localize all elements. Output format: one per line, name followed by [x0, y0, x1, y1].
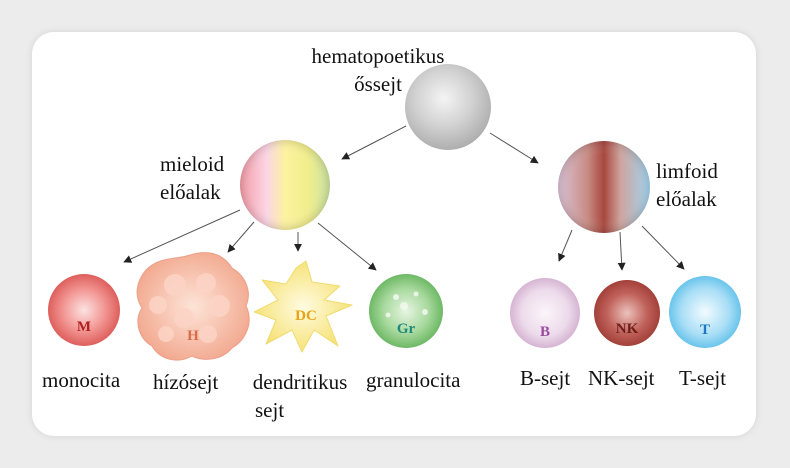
stem-cell-label: hematopoetikus őssejt	[298, 42, 458, 98]
arrow-myeloid-to-mast	[227, 221, 255, 253]
arrow-myeloid-to-monocyte	[123, 209, 241, 263]
bcell-abbr: B	[540, 324, 550, 340]
arrow-lymphoid-to-tcell	[641, 225, 685, 270]
arrow-stem-to-myeloid	[341, 125, 407, 160]
lymphoid-label-line2: előalak	[656, 187, 717, 211]
arrows	[123, 125, 685, 271]
tcell-abbr: T	[700, 322, 710, 338]
stem-cell-label-line2: őssejt	[354, 72, 402, 96]
dendritic-label-line2: sejt	[255, 398, 285, 422]
granulocyte-label: granulocita	[366, 368, 461, 392]
monocyte-cell: M	[48, 274, 120, 346]
myeloid-label: mieloid előalak	[160, 150, 224, 206]
nkcell-abbr: NK	[616, 321, 639, 337]
dendritic-cell-label: dendritikus sejt	[240, 368, 360, 424]
myeloid-label-line1: mieloid	[160, 152, 225, 176]
diagram-card	[32, 32, 756, 436]
arrow-stem-to-lymphoid	[489, 132, 539, 164]
mast-cell-label: hízósejt	[153, 370, 219, 394]
granulocyte-abbr: Gr	[397, 321, 416, 337]
monocyte-abbr: M	[77, 319, 91, 335]
lymphoid-progenitor-cell	[558, 141, 650, 233]
nkcell-label: NK-sejt	[588, 366, 655, 390]
arrow-lymphoid-to-nkcell	[617, 231, 626, 271]
lymphoid-label-line1: limfoid	[656, 159, 718, 183]
granulocyte-cell: Gr	[369, 274, 443, 348]
stem-cell	[405, 64, 491, 150]
arrow-lymphoid-to-bcell	[558, 229, 573, 262]
stem-cell-label-line1: hematopoetikus	[311, 44, 445, 68]
monocyte-label: monocita	[42, 368, 121, 392]
dendritic-cell: DC	[253, 260, 353, 353]
myeloid-label-line2: előalak	[160, 180, 221, 204]
arrow-myeloid-to-granulocyte	[317, 222, 377, 271]
dendritic-abbr: DC	[295, 308, 317, 324]
mast-cell: H	[136, 252, 250, 361]
lymphoid-label: limfoid előalak	[656, 157, 718, 213]
nk-cell: NK	[594, 280, 660, 346]
mast-abbr: H	[187, 328, 199, 344]
myeloid-progenitor-cell	[240, 140, 330, 230]
bcell-label: B-sejt	[520, 366, 571, 390]
t-cell: T	[669, 276, 741, 348]
dendritic-label-line1: dendritikus	[252, 370, 348, 394]
tcell-label: T-sejt	[679, 366, 727, 390]
b-cell: B	[510, 278, 580, 348]
